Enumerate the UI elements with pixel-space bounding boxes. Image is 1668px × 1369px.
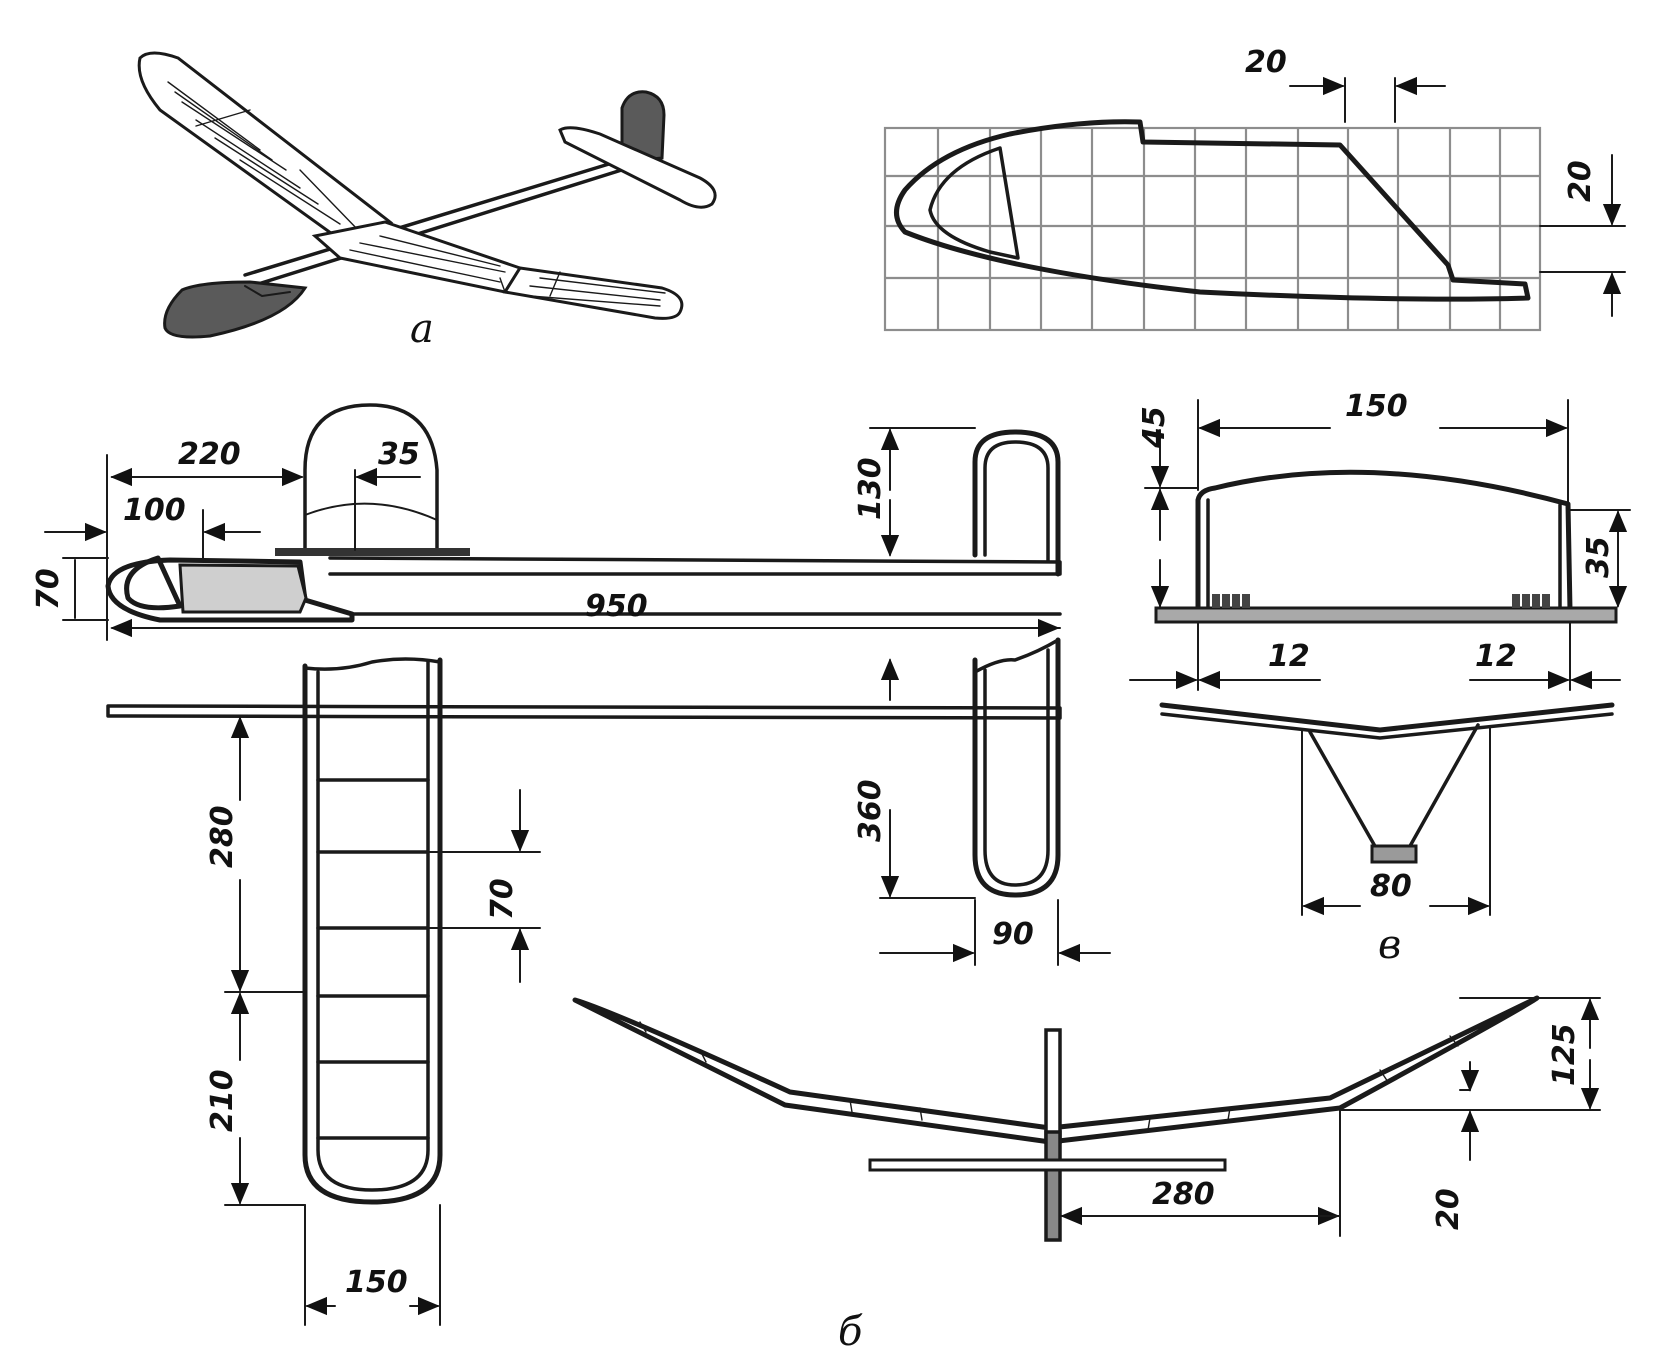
dim-wing-150: 150 (345, 1265, 408, 1300)
dim-fin-35: 35 (378, 437, 420, 472)
dim-mount-150: 150 (1345, 389, 1408, 424)
dim-rib-70: 70 (485, 878, 520, 920)
dim-fuselage-950: 950 (585, 589, 648, 624)
dim-nose-220: 220 (178, 437, 241, 472)
dim-mount-12-right: 12 (1475, 639, 1517, 674)
fig-a-label: а (410, 306, 434, 352)
glider-perspective-view: а (137, 51, 717, 352)
dim-rib-pitch: 20 (1245, 45, 1287, 80)
dim-mount-35: 35 (1581, 536, 1616, 578)
dim-rib-height: 20 (1563, 160, 1598, 202)
dim-mount-80: 80 (1370, 869, 1412, 904)
dim-nose-70: 70 (31, 568, 66, 610)
plan-view: 220 100 35 70 950 130 360 90 (31, 403, 1111, 1355)
dim-wing-280: 280 (205, 805, 240, 868)
fig-v-label: в (1378, 922, 1401, 968)
dim-front-125: 125 (1547, 1023, 1582, 1086)
dim-mount-12-left: 12 (1268, 639, 1310, 674)
fig-b-label: б (838, 1309, 863, 1355)
dim-front-20: 20 (1431, 1188, 1466, 1230)
dim-nose-100: 100 (123, 493, 186, 528)
dim-front-280: 280 (1152, 1177, 1215, 1212)
front-view: 280 125 20 (572, 995, 1601, 1242)
wing-mount-view: 150 45 35 12 12 80 в (1129, 389, 1631, 968)
dim-wing-210: 210 (205, 1069, 240, 1132)
airfoil-grid-view: 20 20 (883, 45, 1626, 332)
dim-mount-45: 45 (1137, 406, 1172, 449)
dim-stab-130: 130 (853, 457, 888, 520)
dim-stab-360: 360 (853, 779, 888, 842)
dim-stab-90: 90 (992, 917, 1034, 952)
